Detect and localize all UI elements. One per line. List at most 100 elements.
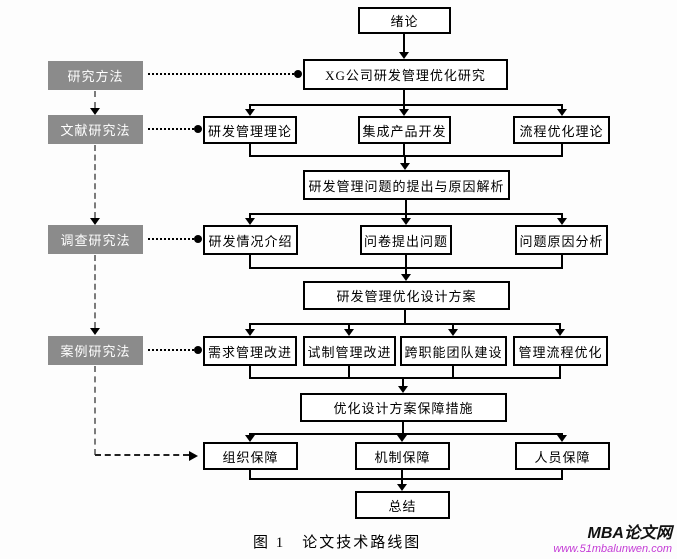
node-safeguard: 优化设计方案保障措施	[300, 393, 507, 422]
dashed-rail	[94, 91, 96, 108]
connector	[405, 268, 407, 275]
connector	[559, 324, 561, 330]
connector	[401, 479, 403, 485]
leader-bullet	[294, 70, 302, 78]
connector	[452, 365, 454, 378]
connector	[403, 105, 405, 110]
node-theory-3: 流程优化理论	[513, 116, 610, 144]
node-improve-4: 管理流程优化	[513, 336, 608, 366]
dotted-leader	[148, 128, 194, 130]
dotted-leader	[148, 73, 294, 75]
connector	[404, 156, 406, 164]
connector	[249, 324, 251, 330]
node-guarantee-3: 人员保障	[515, 442, 610, 470]
connector	[249, 377, 561, 379]
leader-bullet	[194, 125, 202, 133]
connector	[402, 378, 404, 387]
connector	[405, 254, 407, 268]
connector	[405, 199, 407, 214]
connector	[561, 254, 563, 268]
node-design: 研发管理优化设计方案	[303, 281, 510, 310]
dashed-rail	[94, 255, 96, 328]
connector	[249, 104, 563, 106]
arrowhead-down	[557, 109, 567, 116]
arrowhead-down	[399, 109, 409, 116]
node-theory-2: 集成产品开发	[358, 116, 451, 144]
method-box-case: 案例研究法	[48, 336, 143, 365]
node-improve-2: 试制管理改进	[303, 336, 396, 366]
node-survey-3: 问题原因分析	[515, 225, 608, 255]
connector	[249, 214, 251, 219]
arrowhead-down	[557, 435, 567, 442]
node-problem: 研发管理问题的提出与原因解析	[303, 170, 510, 200]
connector	[403, 144, 405, 156]
connector	[404, 309, 406, 324]
arrowhead-right	[189, 451, 198, 461]
leader-bullet	[194, 346, 202, 354]
connector	[249, 323, 561, 325]
arrowhead-down	[245, 218, 255, 225]
node-survey-1: 研发情况介绍	[203, 225, 298, 255]
connector	[401, 469, 403, 479]
connector	[452, 324, 454, 330]
dotted-leader	[148, 238, 194, 240]
connector	[561, 214, 563, 219]
node-guarantee-2: 机制保障	[355, 442, 450, 470]
connector	[348, 365, 350, 378]
arrowhead-down	[557, 218, 567, 225]
connector	[249, 478, 563, 480]
method-box-survey: 调查研究法	[48, 225, 143, 254]
arrowhead-down	[399, 52, 409, 59]
node-improve-3: 跨职能团队建设	[400, 336, 507, 366]
connector	[249, 365, 251, 378]
arrowhead-down	[555, 329, 565, 336]
connector	[249, 155, 563, 157]
node-guarantee-1: 组织保障	[203, 442, 298, 470]
connector	[403, 90, 405, 105]
connector	[405, 214, 407, 219]
arrowhead-down	[448, 329, 458, 336]
dashed-rail	[94, 366, 96, 455]
connector	[249, 433, 563, 435]
dashed-rail	[95, 454, 189, 456]
watermark-site-url: www.51mbalunwen.com	[553, 542, 672, 555]
dotted-leader	[148, 349, 194, 351]
arrowhead-down	[90, 108, 100, 115]
dashed-rail	[94, 145, 96, 218]
connector	[249, 105, 251, 110]
arrowhead-down	[398, 386, 408, 393]
arrowhead-down	[397, 435, 407, 442]
connector	[561, 105, 563, 110]
arrowhead-down	[397, 484, 407, 491]
arrowhead-down	[400, 163, 410, 170]
arrowhead-down	[344, 329, 354, 336]
node-intro: 绪论	[358, 7, 451, 34]
connector	[403, 34, 405, 52]
connector	[249, 469, 251, 479]
connector	[249, 254, 251, 268]
leader-bullet	[194, 235, 202, 243]
figure-caption: 图 1 论文技术路线图	[253, 535, 422, 551]
connector	[402, 421, 404, 434]
node-theory-1: 研发管理理论	[203, 116, 297, 144]
node-summary: 总结	[355, 491, 450, 519]
node-survey-2: 问卷提出问题	[360, 225, 452, 255]
node-improve-1: 需求管理改进	[203, 336, 297, 366]
method-box-research-method: 研究方法	[48, 61, 143, 90]
connector	[348, 324, 350, 330]
watermark: MBA论文网 www.51mbalunwen.com	[553, 525, 672, 555]
arrowhead-down	[90, 218, 100, 225]
arrowhead-down	[90, 328, 100, 335]
arrowhead-down	[245, 435, 255, 442]
connector	[559, 365, 561, 378]
arrowhead-down	[245, 329, 255, 336]
method-box-literature: 文献研究法	[48, 115, 143, 144]
watermark-site-name: MBA论文网	[587, 525, 672, 542]
connector	[561, 469, 563, 479]
connector	[249, 144, 251, 156]
arrowhead-down	[401, 274, 411, 281]
arrowhead-down	[245, 109, 255, 116]
connector	[561, 144, 563, 156]
node-topic: XG公司研发管理优化研究	[303, 59, 508, 90]
